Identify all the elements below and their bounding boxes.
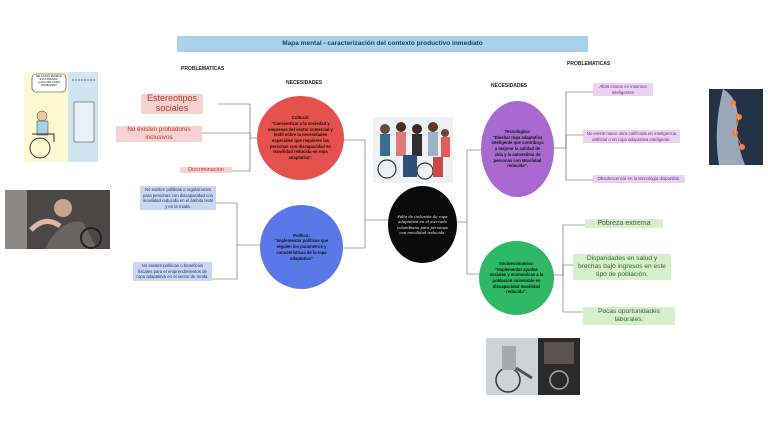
node-tecnologico-text: Tecnologico: "Diseñar ropa adaptativa in…	[491, 129, 544, 169]
problem-discriminacion: Discriminación	[180, 167, 232, 173]
map-title: Mapa mental - caracterización del contex…	[177, 36, 588, 52]
header-necesidades-left: NECESIDADES	[286, 80, 323, 86]
node-socioeconomico-text: Socioeconomico: "Implementar ayudas soci…	[489, 260, 544, 295]
comic-speech-text: ME GUSTÓ PROBAR ESTA PRENDA, ¿HALLARÁ CO…	[36, 75, 62, 88]
node-cultural: Cultural: "Concientizar a la sociedad y …	[257, 96, 344, 180]
comic-wheelchair-image: ME GUSTÓ PROBAR ESTA PRENDA, ¿HALLARÁ CO…	[24, 72, 98, 162]
dressing-assistance-photo	[5, 190, 110, 249]
problem-probadores: No existen probadores inclusivos	[116, 126, 202, 142]
header-problematicas-right: PROBLEMATICAS	[567, 61, 611, 67]
header-necesidades-right: NECESIDADES	[491, 83, 528, 89]
problem-beneficios-fiscales: No existen políticas o beneficios fiscal…	[133, 262, 212, 281]
problem-altos-costos: Altos costos en insumos inteligentes	[593, 83, 653, 97]
center-problem: Falta de inclusión de ropa adaptativa en…	[388, 186, 457, 263]
problem-disparidades: Disparidades en salud y brechas bajo ing…	[573, 254, 671, 280]
smart-clothing-photo	[709, 89, 763, 165]
node-politico: Politico: "Implementar políticas que reg…	[260, 205, 343, 289]
problem-politicas-regulaciones: No existen politicas o regulaciones para…	[140, 186, 216, 211]
node-politico-text: Politico: "Implementar políticas que reg…	[274, 232, 329, 261]
problem-obsolescencia: Obsolescencia en la tecnologia disponibl…	[593, 175, 685, 183]
problem-mano-obra: No existe mano obra calificada en inteli…	[583, 130, 680, 144]
node-tecnologico: Tecnologico: "Diseñar ropa adaptativa in…	[481, 101, 554, 197]
header-problematicas-left: PROBLEMATICAS	[181, 66, 225, 72]
problem-oportunidades: Pocas oportunidades laborales.	[583, 307, 675, 325]
wheelchair-collage-photo	[486, 338, 580, 395]
center-problem-text: Falta de inclusión de ropa adaptativa en…	[397, 213, 448, 236]
node-socioeconomico: Socioeconomico: "Implementar ayudas soci…	[479, 241, 554, 315]
node-cultural-text: Cultural: "Concientizar a la sociedad y …	[268, 115, 333, 161]
group-people-photo	[373, 117, 453, 183]
problem-estereotipos: Estereotipos sociales	[141, 93, 203, 114]
problem-pobreza: Pobreza extrema	[585, 219, 663, 228]
